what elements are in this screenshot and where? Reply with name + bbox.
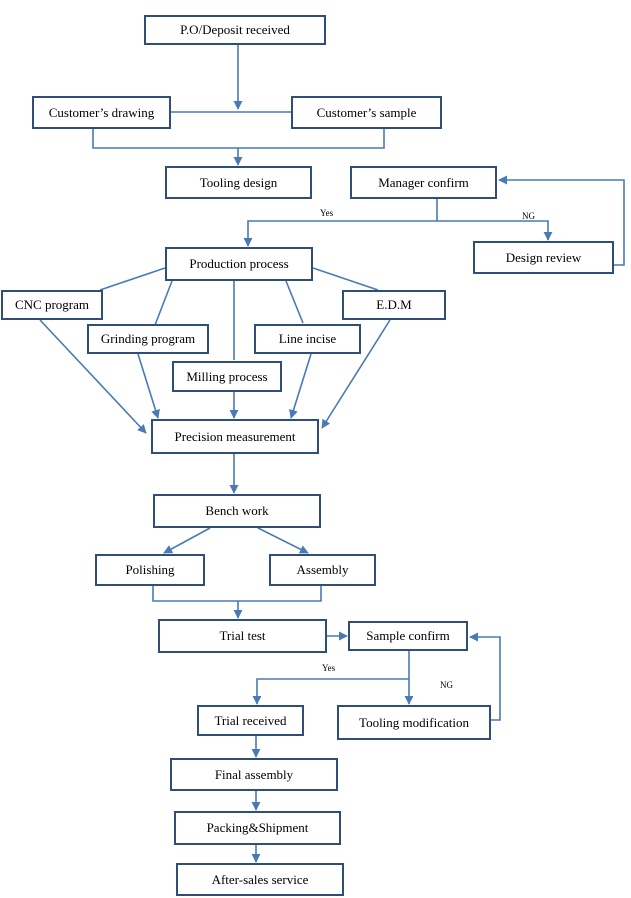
arrow-yes-trial-received: [252, 678, 409, 705]
arrow-edm-pm: [321, 319, 391, 429]
node-po-deposit: P.O/Deposit received: [144, 15, 326, 45]
node-customer-sample: Customer’s sample: [291, 96, 442, 129]
node-final-assembly: Final assembly: [170, 758, 338, 791]
node-trial-test: Trial test: [158, 619, 327, 653]
arrow-yes-branch: [243, 220, 437, 247]
node-line-incise: Line incise: [254, 324, 361, 354]
label-ng-sample: NG: [440, 680, 453, 690]
node-polishing: Polishing: [95, 554, 205, 586]
label-yes-manager: Yes: [320, 208, 334, 218]
bracket-polish-assembly: [152, 586, 322, 602]
line-prod-cnc: [99, 267, 166, 291]
node-trial-received: Trial received: [197, 705, 304, 736]
arrow-cnc-pm: [39, 319, 147, 434]
node-manager-confirm: Manager confirm: [350, 166, 497, 199]
arrow-grinding-pm: [137, 353, 160, 419]
arrow-tooling-mod-loop: [469, 632, 501, 721]
node-tooling-modification: Tooling modification: [337, 705, 491, 740]
node-cnc-program: CNC program: [1, 290, 103, 320]
arrow-bench-polishing: [163, 527, 211, 554]
node-customer-drawing: Customer’s drawing: [32, 96, 171, 129]
node-production-process: Production process: [165, 247, 313, 281]
node-edm: E.D.M: [342, 290, 446, 320]
node-assembly: Assembly: [269, 554, 376, 586]
line-prod-grinding: [154, 280, 173, 326]
arrow-line-incise-pm: [289, 353, 312, 419]
node-sample-confirm: Sample confirm: [348, 621, 468, 651]
label-ng-manager: NG: [522, 211, 535, 221]
arrow-design-review-loop: [498, 175, 625, 266]
node-grinding-program: Grinding program: [87, 324, 209, 354]
line-prod-line-incise: [285, 280, 304, 324]
bracket-inputs: [92, 129, 385, 149]
node-packing-shipment: Packing&Shipment: [174, 811, 341, 845]
node-milling-process: Milling process: [172, 361, 282, 392]
node-after-sales-service: After-sales service: [176, 863, 344, 896]
label-yes-sample: Yes: [322, 663, 336, 673]
node-bench-work: Bench work: [153, 494, 321, 528]
node-precision-measurement: Precision measurement: [151, 419, 319, 454]
node-tooling-design: Tooling design: [165, 166, 312, 199]
node-design-review: Design review: [473, 241, 614, 274]
arrow-ng-branch: [437, 220, 553, 241]
line-prod-edm: [312, 267, 379, 291]
arrow-bench-assembly: [257, 527, 309, 554]
